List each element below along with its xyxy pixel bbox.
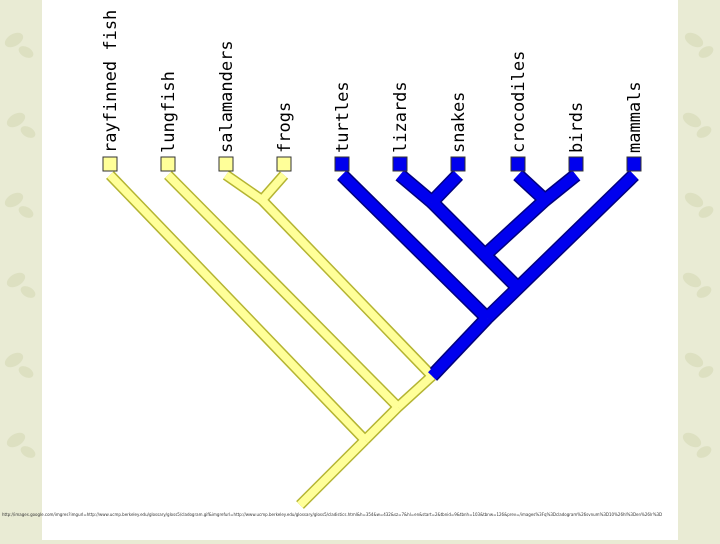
background-pattern-left (0, 0, 42, 540)
branch-blue-13 (428, 198, 519, 289)
branch-blue-15 (541, 170, 580, 205)
branch-yellow-2 (223, 171, 265, 204)
taxon-label-lungfish: lungfish (159, 71, 179, 153)
taxon-label-rayfinned-fish: rayfinned fish (101, 10, 121, 153)
taxon-marker-birds (568, 156, 584, 172)
butterfly-icon (4, 32, 36, 458)
taxon-marker-lungfish (160, 156, 176, 172)
taxon-label-birds: birds (567, 102, 587, 153)
branch-yellow-0 (107, 172, 368, 443)
taxon-marker-rayfinned-fish (102, 156, 118, 172)
taxon-label-snakes: snakes (449, 92, 469, 153)
branch-yellow-7 (395, 373, 435, 410)
branch-yellow-3 (258, 172, 288, 203)
taxon-label-salamanders: salamanders (217, 40, 237, 153)
background-pattern-right (678, 0, 720, 540)
taxon-marker-turtles (334, 156, 350, 172)
taxon-label-crocodiles: crocodiles (509, 51, 529, 153)
taxon-marker-frogs (276, 156, 292, 172)
branch-yellow-1 (165, 172, 401, 410)
taxon-marker-snakes (450, 156, 466, 172)
branch-blue-9 (483, 171, 638, 322)
taxon-marker-crocodiles (510, 156, 526, 172)
taxon-marker-mammals (626, 156, 642, 172)
taxon-marker-lizards (392, 156, 408, 172)
branch-yellow-6 (362, 404, 401, 443)
branch-yellow-4 (259, 197, 435, 379)
butterfly-icon (682, 32, 714, 458)
taxon-label-mammals: mammals (625, 81, 645, 153)
branch-blue-11 (396, 170, 436, 207)
footer-source-url: http://images.google.com/imgres?imgurl=h… (2, 512, 663, 517)
taxon-label-frogs: frogs (275, 102, 295, 153)
branch-blue-8 (428, 314, 491, 380)
taxon-label-turtles: turtles (333, 81, 353, 153)
branch-blue-10 (338, 171, 491, 322)
cladogram: rayfinned fish lungfish salamanders frogs tu… (101, 10, 645, 509)
taxon-marker-salamanders (218, 156, 234, 172)
branch-yellow-5 (297, 437, 368, 508)
branch-blue-12 (428, 171, 462, 206)
branch-blue-14 (514, 170, 549, 205)
taxon-label-lizards: lizards (391, 81, 411, 153)
branch-blue-16 (481, 195, 549, 260)
